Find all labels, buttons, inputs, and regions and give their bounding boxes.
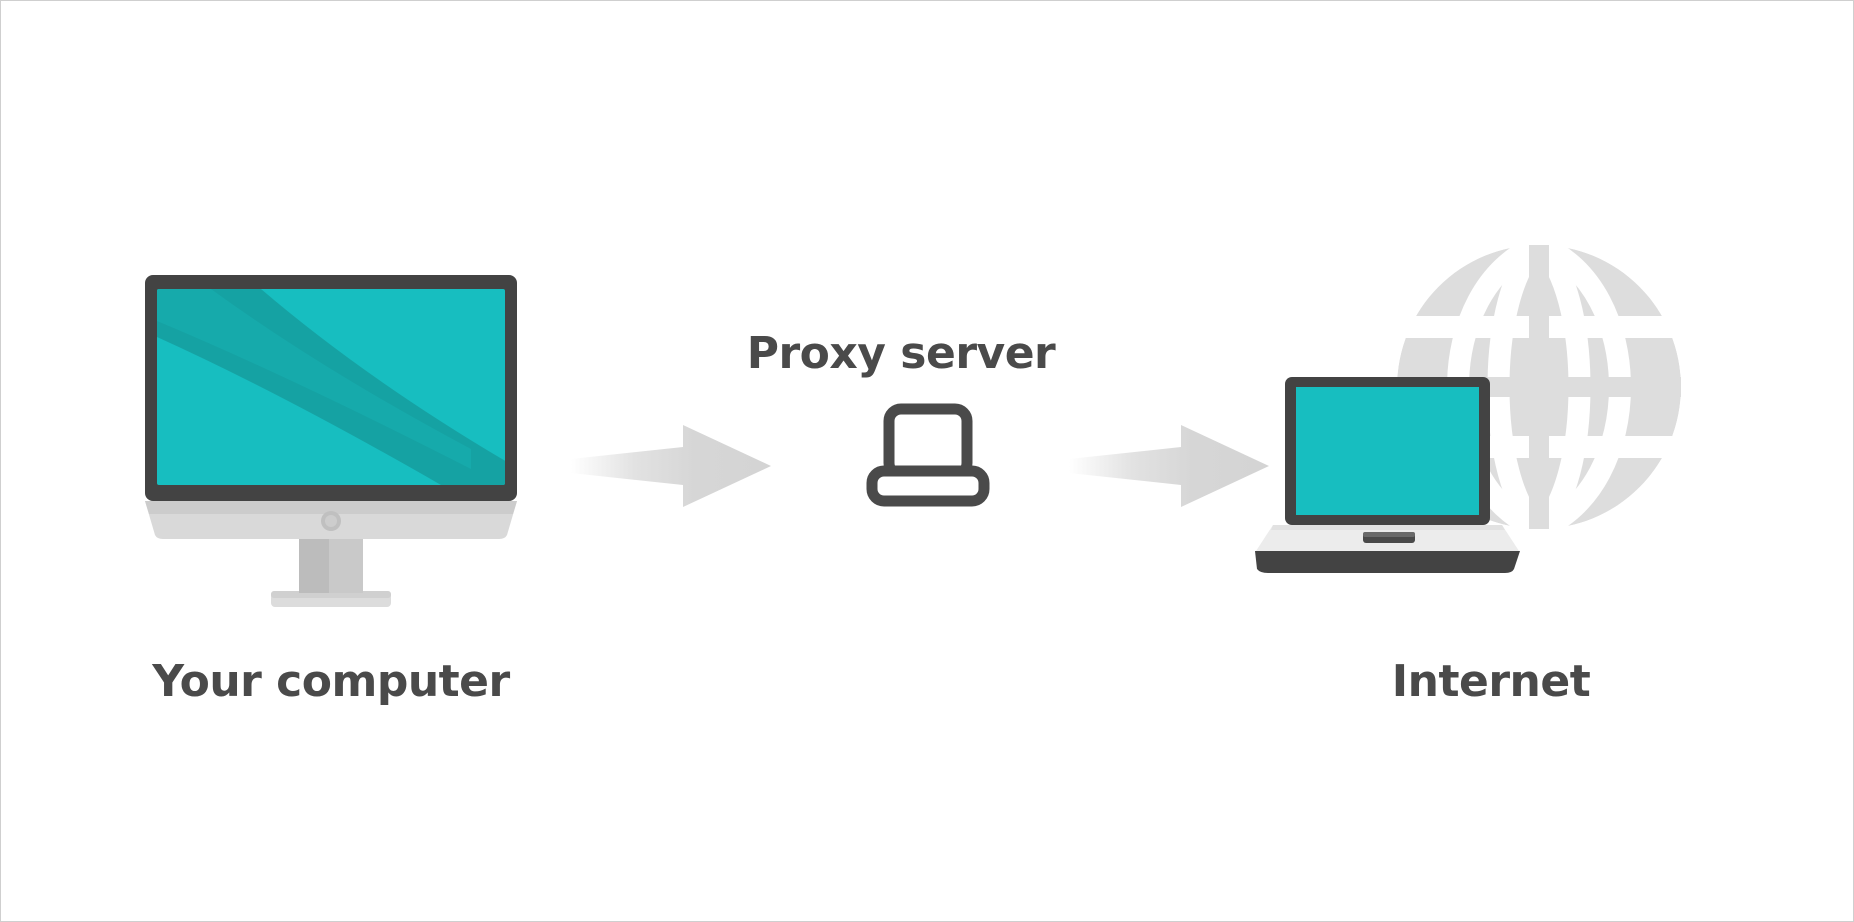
- right-arrow-icon: [571, 421, 771, 511]
- proxy-server-label: Proxy server: [746, 328, 1056, 379]
- laptop-shape: [1255, 377, 1520, 573]
- laptop-outline-icon: [863, 401, 993, 511]
- right-arrow-icon: [1069, 421, 1269, 511]
- internet-label: Internet: [1391, 656, 1591, 707]
- globe-and-laptop-icon: [1255, 229, 1691, 629]
- your-computer-label: Your computer: [152, 656, 510, 707]
- desktop-monitor-icon: [141, 273, 521, 613]
